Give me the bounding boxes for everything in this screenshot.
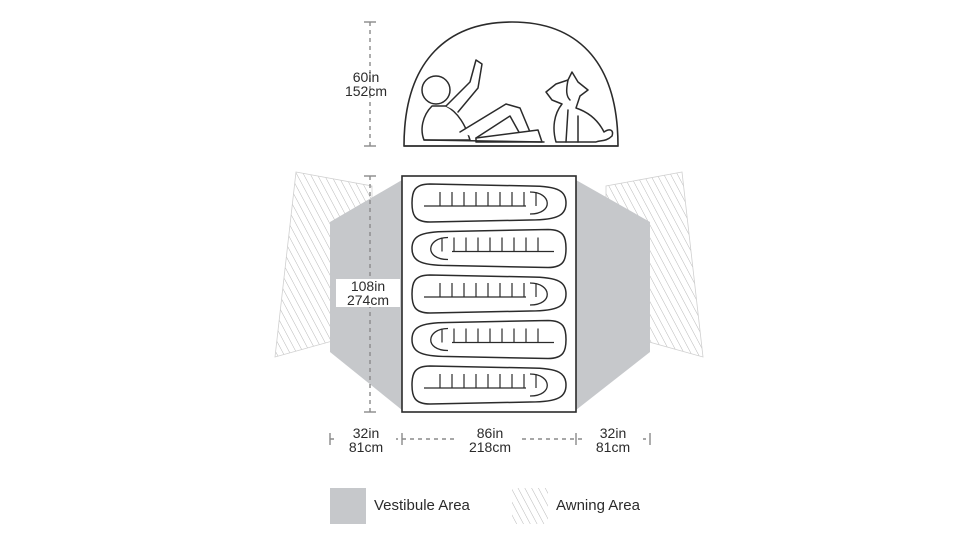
peak-height-label: 60in 152cm	[336, 70, 396, 98]
sleeping-bag-outline	[411, 319, 567, 360]
left-vestibule-width-label: 32in 81cm	[336, 426, 396, 454]
awning-legend-swatch	[512, 488, 548, 524]
sleeping-bag-outline	[411, 274, 567, 314]
floor-length-label: 108in 274cm	[336, 279, 400, 307]
floor-width-label: 86in 218cm	[458, 426, 522, 454]
floor-width-metric: 218cm	[468, 439, 512, 455]
right-vestibule-imperial: 32in	[599, 425, 627, 441]
sleeping-bags	[411, 183, 567, 405]
sleeping-bag	[411, 228, 567, 269]
awning-legend-label: Awning Area	[556, 497, 640, 514]
right-vestibule-width-label: 32in 81cm	[583, 426, 643, 454]
sleeping-bag	[411, 319, 567, 360]
person-icon	[421, 59, 545, 143]
right-vestibule-area	[576, 180, 650, 410]
vestibule-legend-label: Vestibule Area	[374, 497, 470, 514]
peak-height-metric: 152cm	[344, 83, 388, 99]
sleeping-bag	[411, 183, 567, 223]
vestibule-legend-swatch	[330, 488, 366, 524]
left-vestibule-metric: 81cm	[348, 439, 384, 455]
left-vestibule-imperial: 32in	[352, 425, 380, 441]
sleeping-bag-outline	[411, 228, 567, 269]
sleeping-bag-outline	[411, 183, 567, 223]
right-vestibule-metric: 81cm	[595, 439, 631, 455]
sleeping-bag	[411, 365, 567, 405]
floor-length-metric: 274cm	[346, 292, 390, 308]
sleeping-bag-outline	[411, 365, 567, 405]
peak-height-imperial: 60in	[352, 69, 380, 85]
floor-length-imperial: 108in	[350, 278, 386, 294]
floor-width-imperial: 86in	[476, 425, 504, 441]
sleeping-bag	[411, 274, 567, 314]
dog-icon	[545, 71, 614, 143]
